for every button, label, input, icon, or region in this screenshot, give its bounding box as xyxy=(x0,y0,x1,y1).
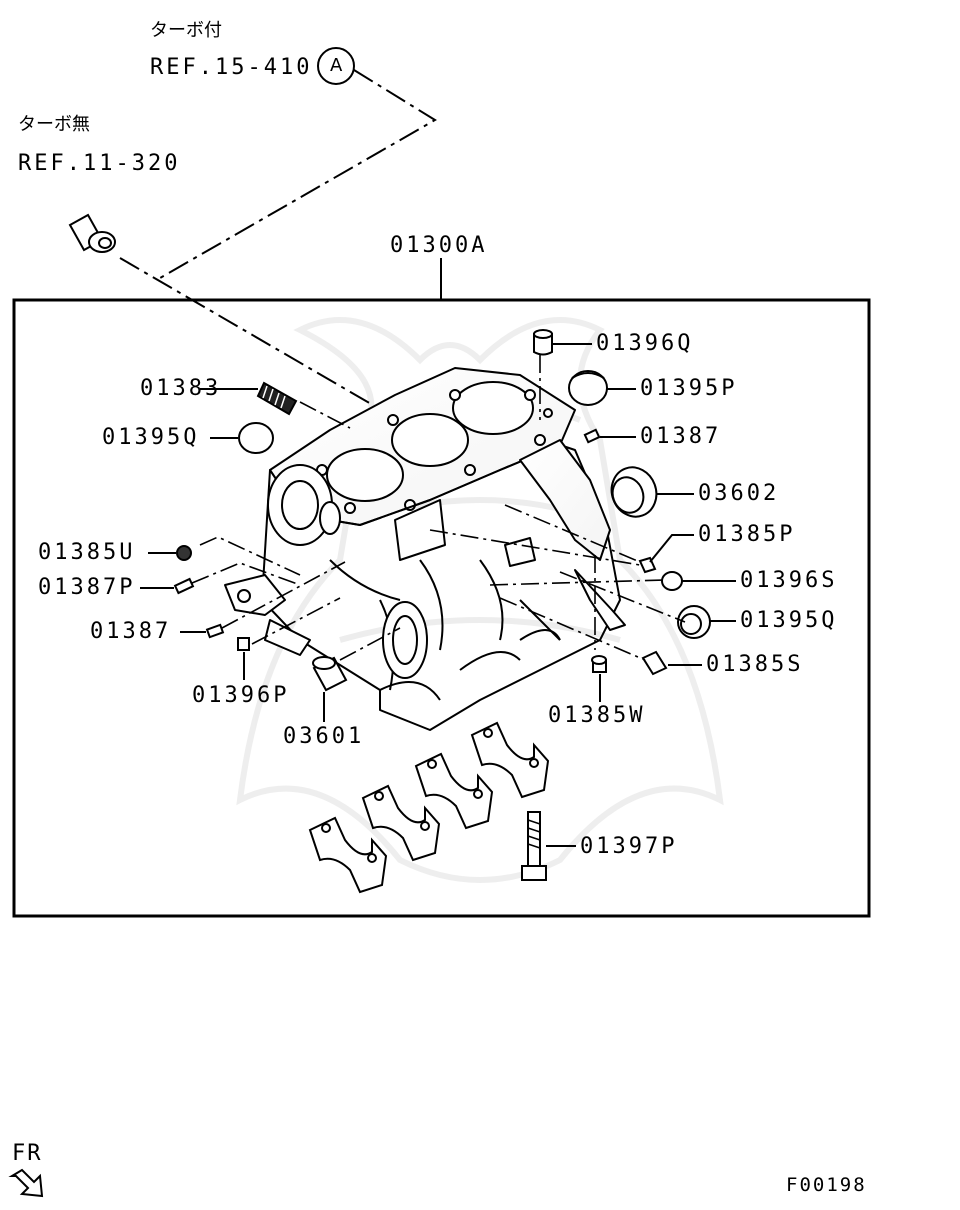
dowel-01396S-icon xyxy=(661,571,683,591)
part-label-01385P[interactable]: 01385P xyxy=(698,522,796,547)
without-turbo-note: ターボ無 xyxy=(18,114,90,135)
part-label-03602[interactable]: 03602 xyxy=(698,481,780,506)
part-label-01385W[interactable]: 01385W xyxy=(548,703,646,728)
part-label-01395Q-right[interactable]: 01395Q xyxy=(740,608,838,633)
part-label-01387-left[interactable]: 01387 xyxy=(90,619,172,644)
alignment-lines xyxy=(191,355,686,661)
figure-id: F00198 xyxy=(786,1174,867,1196)
part-leader-lines xyxy=(140,343,736,847)
part-label-01387-right[interactable]: 01387 xyxy=(640,424,722,449)
dowel-01396P-icon xyxy=(237,637,250,651)
pin-01387P-icon xyxy=(173,577,195,595)
part-label-01385S[interactable]: 01385S xyxy=(706,652,804,677)
reference-leader-lines xyxy=(119,69,437,416)
part-label-01396Q[interactable]: 01396Q xyxy=(596,331,694,356)
with-turbo-note: ターボ付 xyxy=(150,20,222,41)
assembly-number[interactable]: 01300A xyxy=(390,233,488,258)
screen-01383-icon xyxy=(256,381,298,416)
pin-01387-left-icon xyxy=(205,623,225,639)
part-label-01395P[interactable]: 01395P xyxy=(640,376,738,401)
part-label-01395Q-left[interactable]: 01395Q xyxy=(102,425,200,450)
bearing-caps xyxy=(308,721,550,894)
ref-marker-letter: A xyxy=(330,55,344,76)
part-label-01397P[interactable]: 01397P xyxy=(580,834,678,859)
oil-jet-bolt-icon xyxy=(68,213,116,253)
small-parts xyxy=(173,329,711,692)
pin-01387-right-icon xyxy=(583,428,601,444)
without-turbo-ref[interactable]: REF.11-320 xyxy=(18,151,181,176)
dowel-01396Q-icon xyxy=(533,333,553,356)
part-label-01387P[interactable]: 01387P xyxy=(38,575,136,600)
with-turbo-ref[interactable]: REF.15-410 xyxy=(150,55,313,80)
bearing-cap-icon xyxy=(361,784,441,862)
bearing-cap-icon xyxy=(470,721,550,799)
ref-marker-circle xyxy=(317,47,355,85)
cap-bolt-01397P-icon xyxy=(521,811,547,881)
front-direction-arrow-icon xyxy=(8,1168,44,1198)
part-label-01383[interactable]: 01383 xyxy=(140,376,222,401)
plug-01385U-icon xyxy=(176,545,192,561)
part-label-01396P[interactable]: 01396P xyxy=(192,683,290,708)
bearing-cap-icon xyxy=(414,752,494,830)
part-label-03601[interactable]: 03601 xyxy=(283,724,365,749)
part-label-01396S[interactable]: 01396S xyxy=(740,568,838,593)
part-label-01385U[interactable]: 01385U xyxy=(38,540,136,565)
bearing-cap-icon xyxy=(308,816,388,894)
front-direction-label: FR xyxy=(12,1141,43,1166)
plug-01395Q-left-icon xyxy=(238,422,274,454)
cylinder-block-drawing xyxy=(224,367,626,731)
plug-01385S-icon xyxy=(641,650,668,676)
